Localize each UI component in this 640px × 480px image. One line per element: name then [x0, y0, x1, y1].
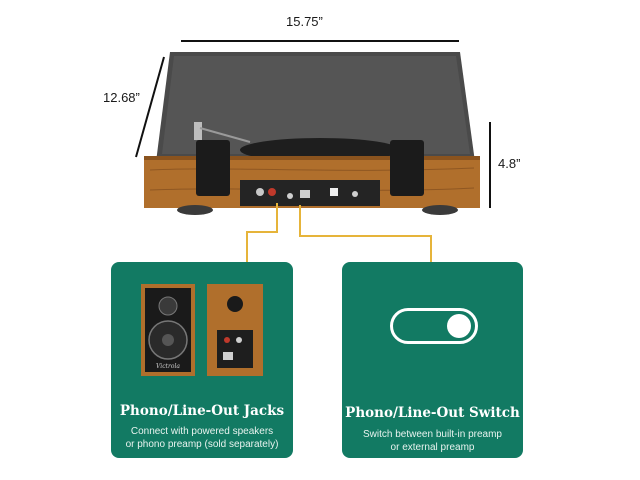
- depth-dimension-line: [135, 56, 165, 158]
- switch-connector-wire-down: [430, 235, 432, 263]
- jacks-desc-line2: or phono preamp (sold separately): [125, 439, 279, 450]
- height-dimension-label: 4.8”: [498, 156, 521, 171]
- jacks-connector-wire: [246, 231, 248, 283]
- switch-card-description: Switch between built-in preamp or extern…: [348, 428, 517, 454]
- switch-connector-wire: [299, 235, 432, 237]
- turntable-image: [144, 52, 480, 215]
- switch-connector-wire-up: [299, 205, 301, 237]
- depth-dimension-label: 12.68”: [103, 90, 140, 105]
- phono-line-out-jacks-card: Victrola Phono/Line-Out Jacks Connect wi…: [111, 262, 293, 458]
- speaker-icon: Victrola: [141, 284, 263, 376]
- toggle-switch-icon: [390, 308, 478, 344]
- jacks-card-description: Connect with powered speakers or phono p…: [117, 425, 287, 451]
- jacks-card-title: Phono/Line-Out Jacks: [119, 403, 285, 419]
- switch-card-title: Phono/Line-Out Switch: [345, 405, 520, 421]
- width-dimension-line: [181, 40, 459, 42]
- switch-desc-line2: or external preamp: [390, 442, 475, 453]
- height-dimension-line: [489, 122, 491, 208]
- jacks-desc-line1: Connect with powered speakers: [130, 426, 274, 437]
- phono-line-out-switch-card: Phono/Line-Out Switch Switch between bui…: [342, 262, 523, 458]
- switch-desc-line1: Switch between built-in preamp: [363, 429, 502, 440]
- jacks-connector-wire-top: [246, 231, 278, 233]
- width-dimension-label: 15.75”: [286, 14, 323, 29]
- speaker-brand-label: Victrola: [156, 363, 180, 370]
- toggle-knob: [447, 314, 471, 338]
- jacks-connector-wire-up: [276, 203, 278, 233]
